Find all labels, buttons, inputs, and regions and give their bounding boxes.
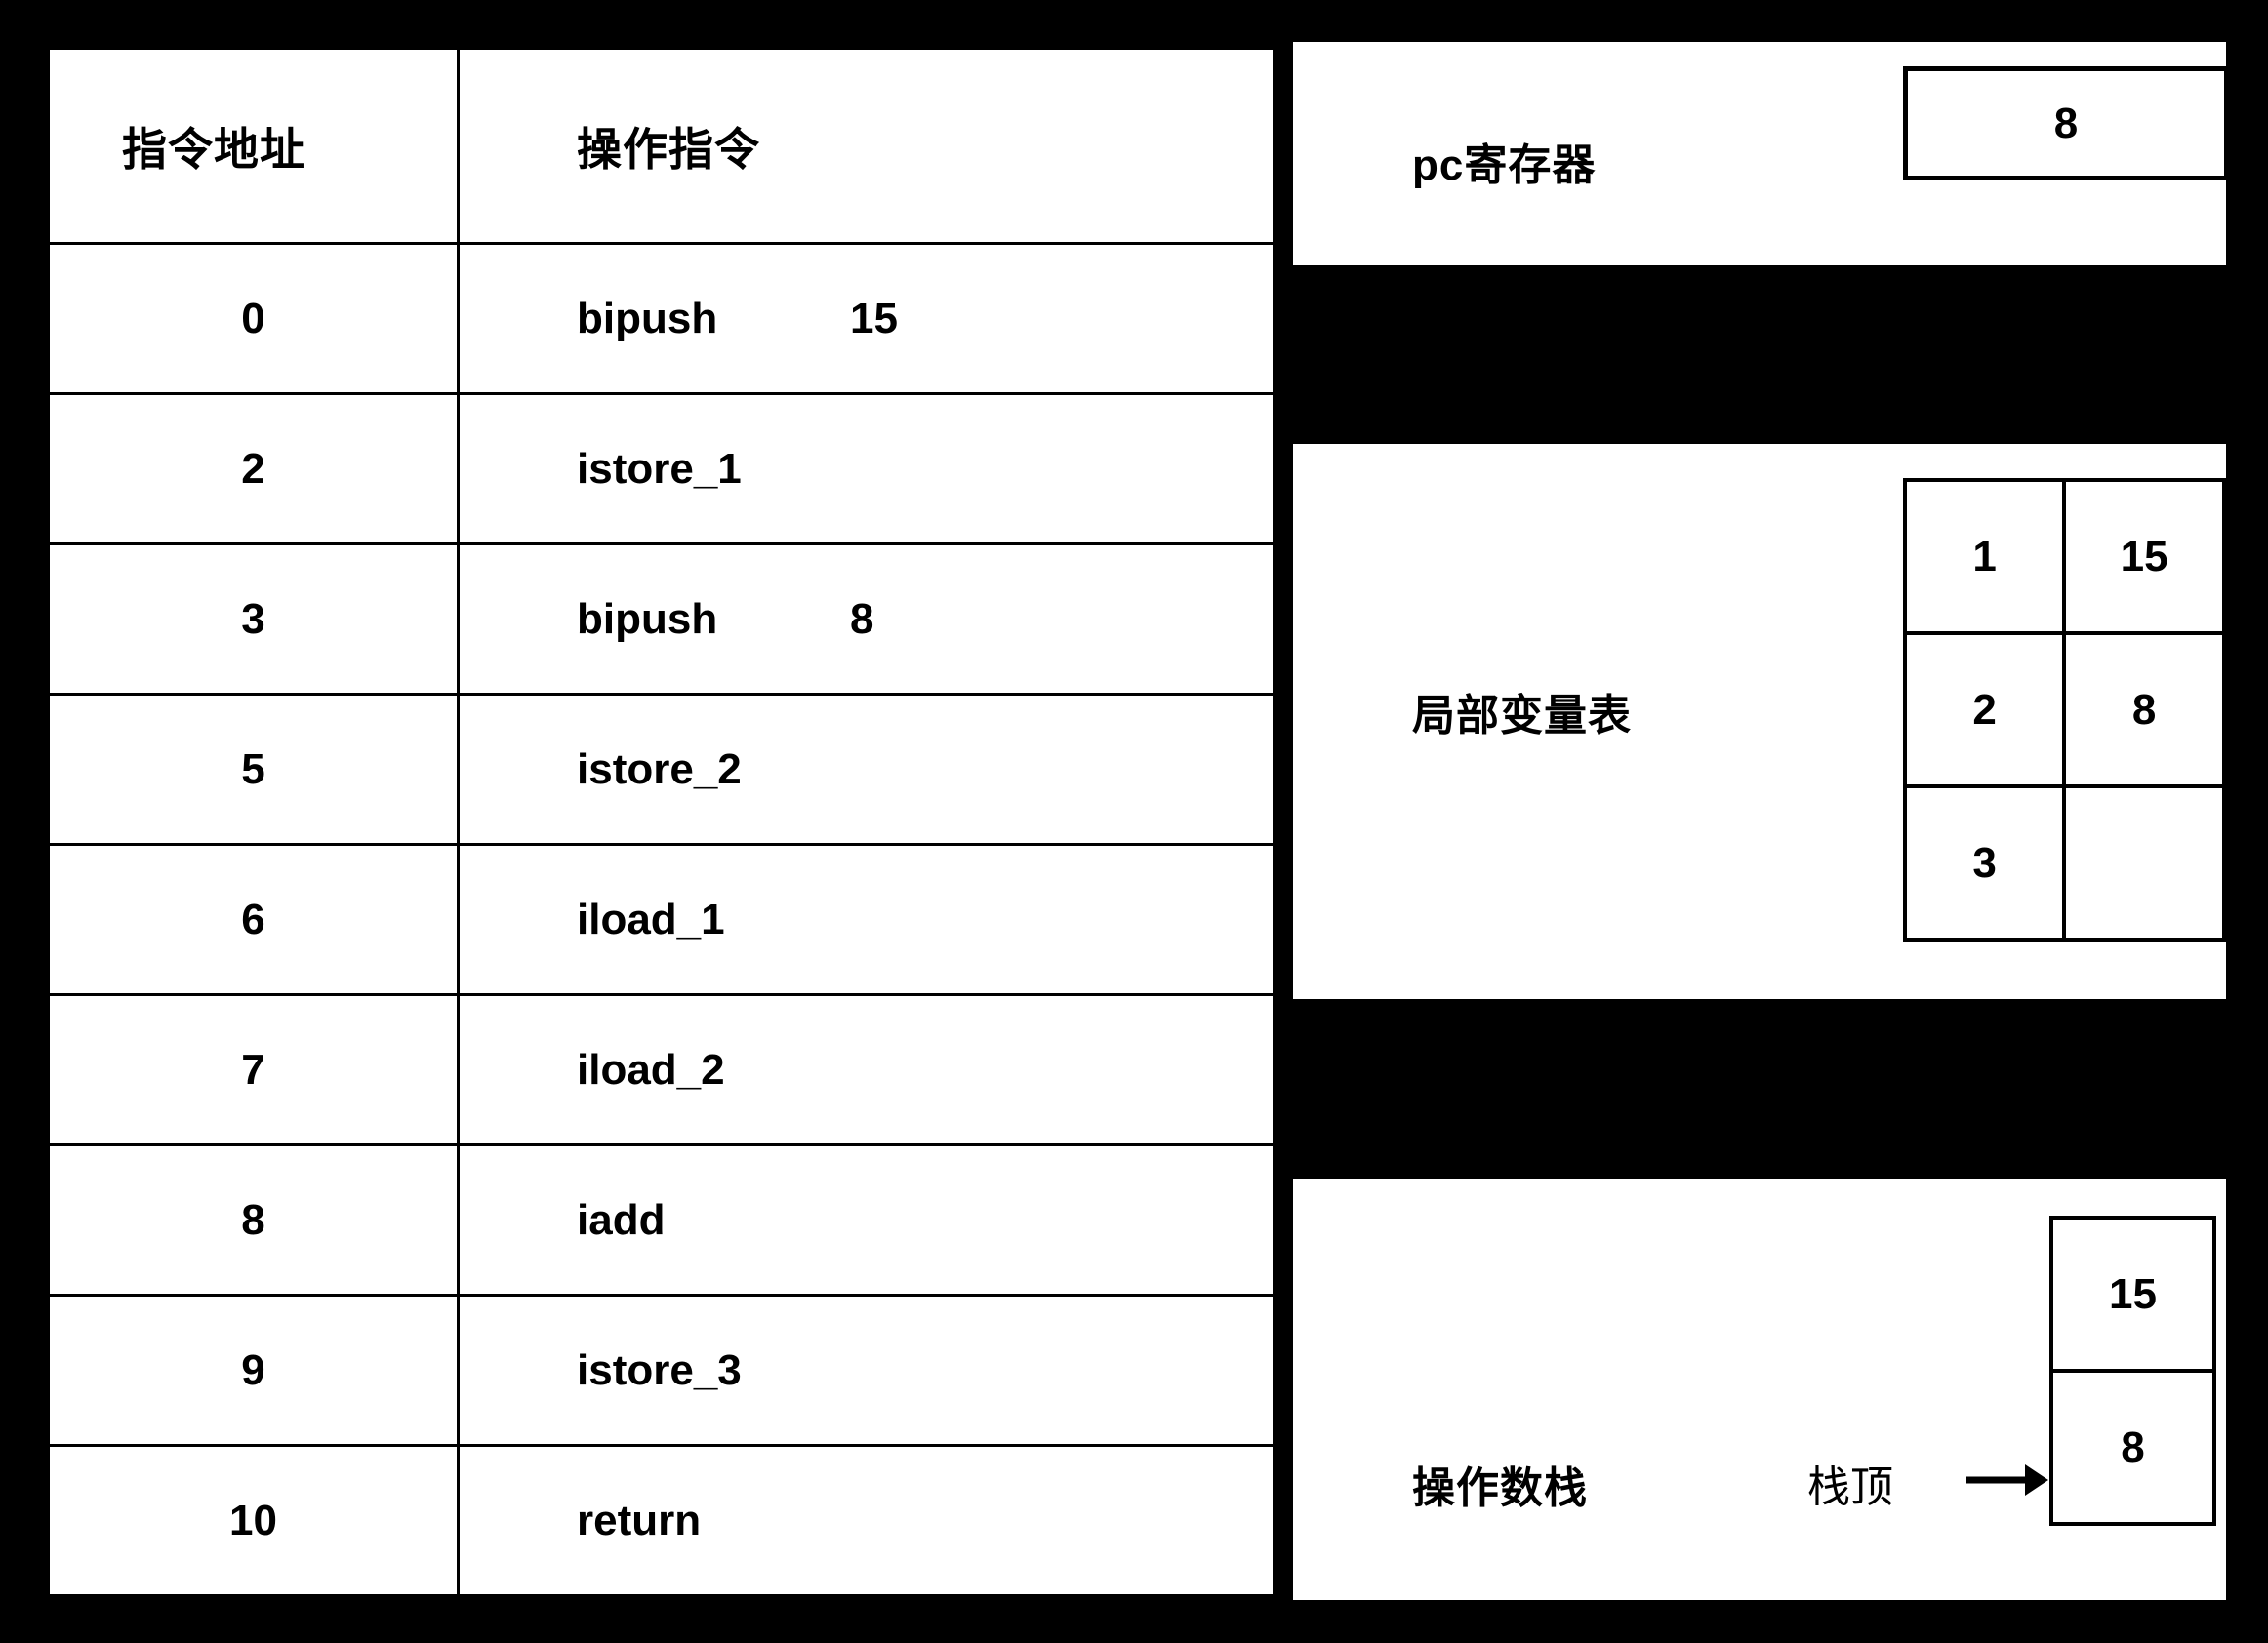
- instruction-address: 5: [47, 693, 460, 846]
- opcode-text: iload_1: [577, 895, 725, 943]
- local-variable-value: 15: [2062, 478, 2226, 635]
- pc-register-value-box: 8: [1903, 66, 2229, 180]
- instruction-address: 10: [47, 1444, 460, 1597]
- instruction-address: 7: [47, 993, 460, 1146]
- opcode-text: return: [577, 1496, 702, 1544]
- local-variable-value: 8: [2062, 631, 2226, 788]
- operand-stack-label: 操作数栈: [1412, 1464, 1588, 1512]
- operand-stack-cell: 15: [2049, 1216, 2216, 1373]
- opcode-text: bipush: [577, 294, 718, 342]
- local-variable-row: 3: [1902, 784, 2226, 942]
- operand-stack-cell-top: 8: [2049, 1369, 2216, 1526]
- instruction-table: 指令地址 操作指令 0 bipush 15 2 istore_1 3 bipush…: [47, 47, 1276, 1597]
- column-header-instruction: 操作指令: [457, 47, 1276, 245]
- instruction-table-body: 0 bipush 15 2 istore_1 3 bipush 8 5 istore…: [47, 242, 1276, 1597]
- instruction-operation: return: [457, 1444, 1276, 1597]
- opcode-text: istore_1: [577, 444, 742, 493]
- local-variable-slot: 2: [1902, 631, 2067, 788]
- local-variable-table-panel: 局部变量表 1 15 2 8 3: [1293, 444, 2226, 999]
- instruction-address: 8: [47, 1143, 460, 1297]
- table-row[interactable]: 7 iload_2: [47, 993, 1276, 1146]
- local-variable-value: [2062, 784, 2226, 942]
- instruction-operation: istore_2: [457, 693, 1276, 846]
- instruction-operation: bipush 15: [457, 242, 1276, 395]
- opcode-text: bipush: [577, 594, 718, 643]
- local-variable-slot: 3: [1902, 784, 2067, 942]
- table-header-row: 指令地址 操作指令: [47, 47, 1276, 245]
- table-row[interactable]: 2 istore_1: [47, 392, 1276, 545]
- pc-register-label: pc寄存器: [1412, 141, 1597, 189]
- instruction-operation: istore_3: [457, 1294, 1276, 1447]
- stack-top-label: 栈顶: [1807, 1463, 1893, 1511]
- table-row-current[interactable]: 8 iadd: [47, 1143, 1276, 1297]
- instruction-address: 6: [47, 843, 460, 996]
- opcode-text: iload_2: [577, 1045, 725, 1094]
- instruction-operation: iload_2: [457, 993, 1276, 1146]
- table-row[interactable]: 5 istore_2: [47, 693, 1276, 846]
- local-variable-row: 1 15: [1902, 478, 2226, 635]
- table-row[interactable]: 10 return: [47, 1444, 1276, 1597]
- operand-stack-grid: 15 8: [2049, 1216, 2216, 1526]
- instruction-address: 2: [47, 392, 460, 545]
- instruction-operation: iadd: [457, 1143, 1276, 1297]
- instruction-operation: iload_1: [457, 843, 1276, 996]
- operand-text: 8: [850, 594, 874, 643]
- column-header-address: 指令地址: [47, 47, 460, 245]
- table-row[interactable]: 0 bipush 15: [47, 242, 1276, 395]
- opcode-text: istore_2: [577, 744, 742, 793]
- operand-text: 15: [850, 294, 898, 342]
- instruction-operation: istore_1: [457, 392, 1276, 545]
- table-row[interactable]: 6 iload_1: [47, 843, 1276, 996]
- opcode-text: istore_3: [577, 1345, 742, 1394]
- pc-register-panel: pc寄存器 8: [1293, 42, 2229, 265]
- local-variable-row: 2 8: [1902, 631, 2226, 788]
- table-row[interactable]: 9 istore_3: [47, 1294, 1276, 1447]
- instruction-address: 0: [47, 242, 460, 395]
- local-variable-slot: 1: [1902, 478, 2067, 635]
- operand-stack-cell-row: 15: [2049, 1216, 2216, 1373]
- opcode-text: iadd: [577, 1195, 666, 1244]
- local-variable-table-label: 局部变量表: [1412, 692, 1632, 740]
- operand-stack-panel: 操作数栈 栈顶 15 8: [1293, 1179, 2226, 1600]
- instruction-address: 3: [47, 542, 460, 696]
- local-variable-grid: 1 15 2 8 3: [1902, 478, 2226, 942]
- arrow-right-icon: [1966, 1464, 2048, 1496]
- instruction-address: 9: [47, 1294, 460, 1447]
- operand-stack-cell-row: 8: [2049, 1369, 2216, 1526]
- instruction-operation: bipush 8: [457, 542, 1276, 696]
- table-row[interactable]: 3 bipush 8: [47, 542, 1276, 696]
